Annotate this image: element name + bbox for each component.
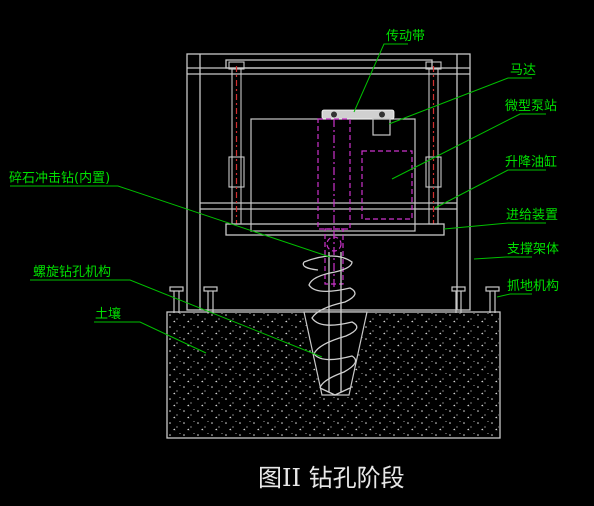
grip-mechanism-right <box>451 286 500 313</box>
motor-and-belt <box>321 109 395 136</box>
figure-caption: 图II 钻孔阶段 <box>258 464 405 492</box>
label-feed-device: 进给装置 <box>506 208 558 223</box>
label-impact-hammer: 碎石冲击钻(内置) <box>9 170 110 186</box>
lifting-cylinder-right <box>425 61 442 225</box>
drill-column <box>317 118 351 290</box>
label-spiral-auger: 螺旋钻孔机构 <box>33 265 111 280</box>
label-pump-station: 微型泵站 <box>505 99 557 114</box>
label-belt: 传动带 <box>386 29 425 44</box>
label-grip-mechanism: 抓地机构 <box>507 279 559 294</box>
pump-station-housing <box>250 118 416 232</box>
soil-block <box>166 311 501 439</box>
leader-lines <box>10 43 546 358</box>
label-soil: 土壤 <box>95 306 121 322</box>
lifting-cylinder-left <box>228 61 245 225</box>
label-lifting-cylinder: 升降油缸 <box>505 154 557 170</box>
spiral-auger <box>302 252 358 396</box>
label-motor: 马达 <box>510 63 536 78</box>
grip-mechanism-left <box>169 286 218 313</box>
feed-device-plate <box>225 223 445 236</box>
micro-pump-station <box>361 150 413 220</box>
label-support-frame: 支撑架体 <box>507 242 559 257</box>
